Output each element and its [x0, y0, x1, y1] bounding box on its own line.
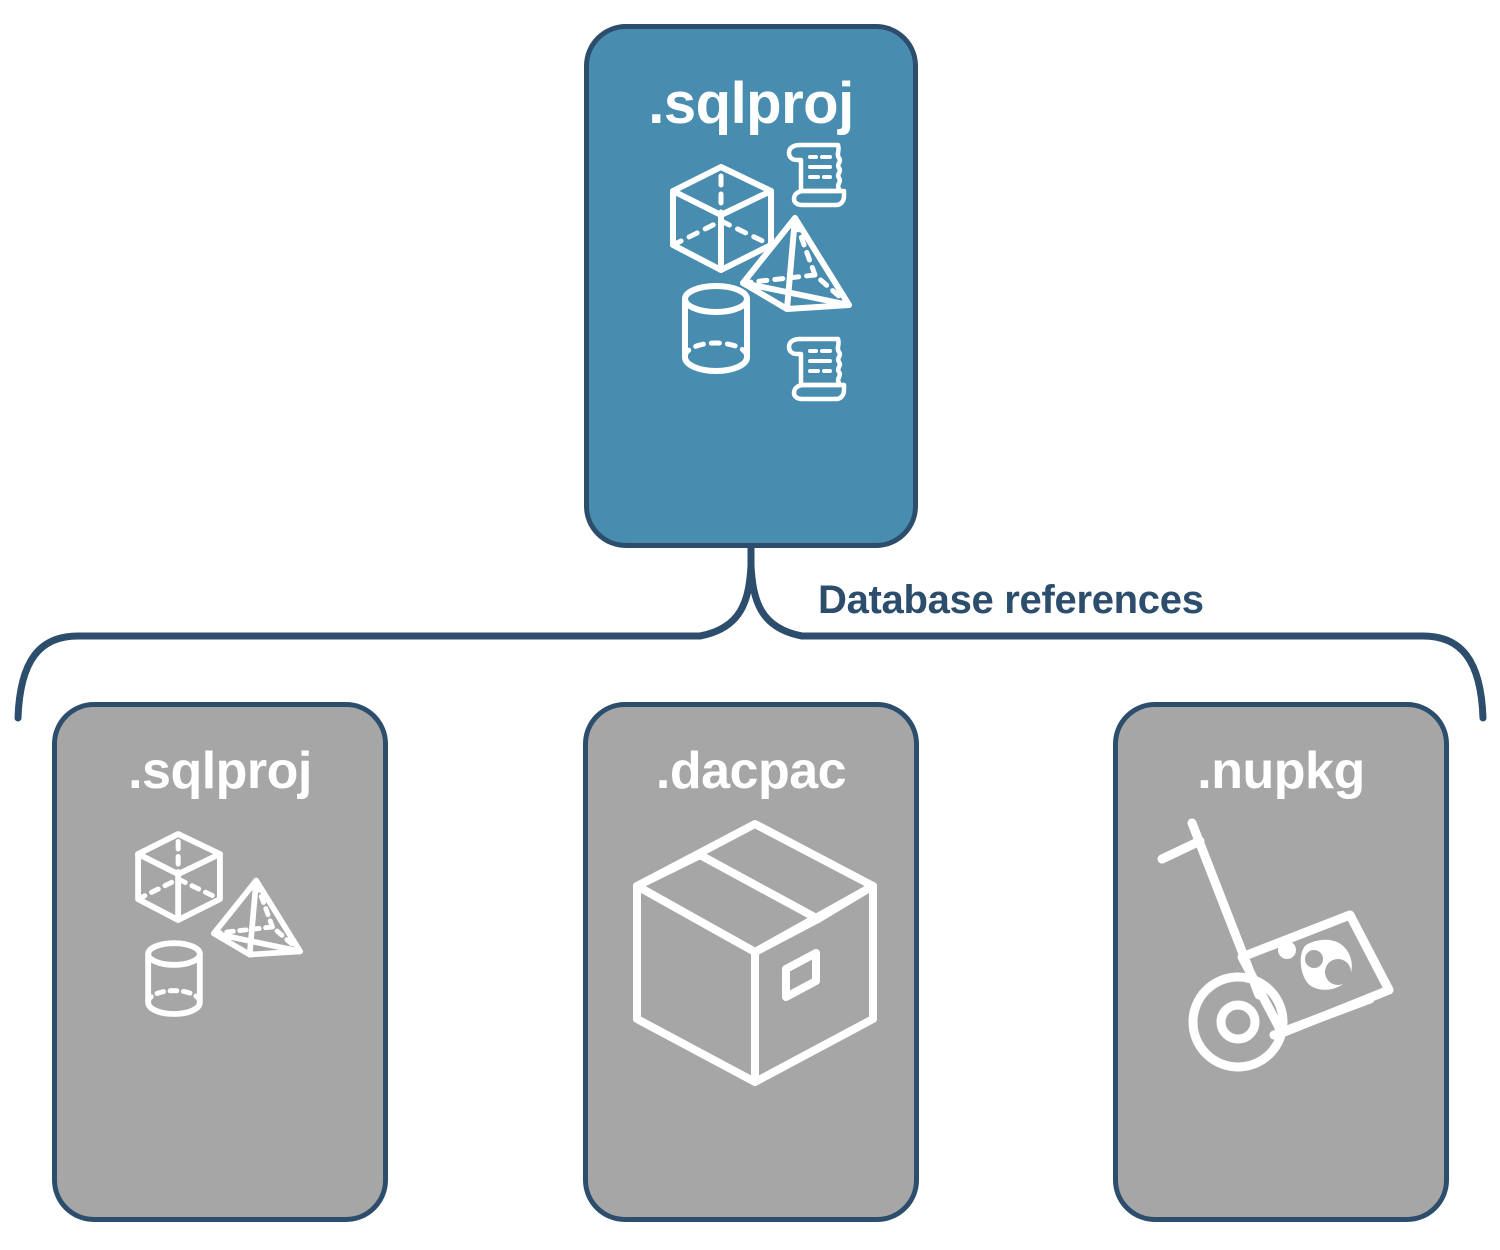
node-child-nupkg-label: .nupkg	[1197, 742, 1365, 800]
node-child-dacpac-label: .dacpac	[655, 742, 847, 800]
scroll-icon	[786, 142, 847, 208]
scroll-icon	[786, 336, 847, 402]
node-child-sqlproj-label: .sqlproj	[128, 742, 312, 800]
cylinder-icon	[682, 283, 750, 374]
node-child-sqlproj-icons	[57, 797, 383, 1217]
node-child-dacpac[interactable]: .dacpac	[583, 702, 919, 1222]
pyramid-icon	[740, 215, 852, 312]
node-parent-sqlproj[interactable]: .sqlproj	[584, 24, 918, 548]
node-child-nupkg[interactable]: .nupkg	[1113, 702, 1449, 1222]
pyramid-icon	[211, 877, 303, 958]
node-child-dacpac-icons	[588, 797, 914, 1217]
node-child-sqlproj[interactable]: .sqlproj	[52, 702, 388, 1222]
brace-label-database-references: Database references	[818, 578, 1204, 622]
node-child-nupkg-icons	[1118, 797, 1444, 1217]
cube-icon	[135, 831, 223, 923]
nuget-hand-truck-icon	[1157, 818, 1394, 1072]
brace-left-arm	[14, 562, 755, 722]
cylinder-icon	[145, 940, 203, 1017]
shipping-box-icon	[633, 820, 877, 1086]
node-parent-sqlproj-label: .sqlproj	[648, 71, 854, 136]
node-parent-sqlproj-icons	[589, 133, 913, 543]
